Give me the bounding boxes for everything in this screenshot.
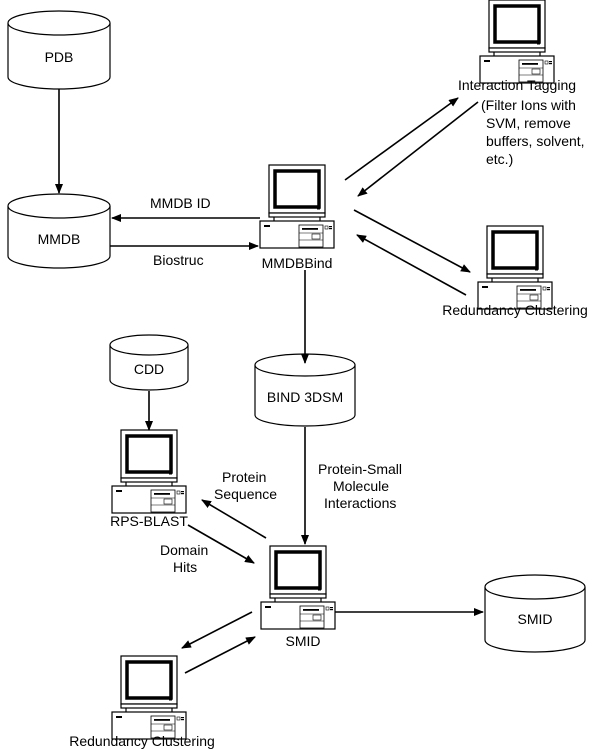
computer-redundancy-bottom: Redundancy Clustering <box>69 654 215 749</box>
arrow-mmdbbind-to-tagging <box>344 97 459 181</box>
database-mmdb: MMDB <box>7 193 111 269</box>
database-label: PDB <box>45 49 74 65</box>
edge-label-line: Hits <box>173 559 197 575</box>
database-label: BIND 3DSM <box>267 389 343 405</box>
database-pdb: PDB <box>7 10 111 90</box>
note-line: etc.) <box>486 151 513 167</box>
edge-label-line: Protein-Small <box>318 461 402 477</box>
arrow-smid-to-rpsblast <box>201 499 267 539</box>
database-label: CDD <box>134 361 164 377</box>
computer-label: MMDBBind <box>262 255 333 271</box>
computer-icon <box>110 654 188 741</box>
edge-label-line: Interactions <box>324 495 396 511</box>
edge-label-line: Sequence <box>214 486 277 502</box>
database-smid: SMID <box>484 574 586 653</box>
computer-mmdbbind: MMDBBind <box>258 163 336 271</box>
computer-label: SMID <box>286 633 321 649</box>
arrow-redundancy-to-mmdbbind <box>356 234 467 296</box>
computer-icon <box>478 0 556 85</box>
database-label: SMID <box>518 611 553 627</box>
computer-icon <box>476 224 554 311</box>
edge-label-line: Protein <box>222 469 266 485</box>
note-line: buffers, solvent, <box>486 133 585 149</box>
computer-label: Redundancy Clustering <box>442 302 588 318</box>
note-line: (Filter Ions with <box>481 97 576 113</box>
computer-label: Interaction Tagging <box>458 77 576 93</box>
arrow-mmdbbind-to-redundancy <box>353 209 471 273</box>
computer-smid: SMID <box>259 544 337 649</box>
computer-redundancy-top: Redundancy Clustering <box>442 224 588 318</box>
computer-label: Redundancy Clustering <box>69 733 215 749</box>
edge-label-biostruc: Biostruc <box>153 252 204 268</box>
database-bind-3dsm: BIND 3DSM <box>254 353 356 427</box>
computer-interaction-tagging: Interaction Tagging (Filter Ions with SV… <box>458 0 585 167</box>
computer-icon <box>110 428 188 515</box>
edge-label-line: Domain <box>160 542 208 558</box>
computer-icon <box>258 163 336 250</box>
edge-label-line: Molecule <box>333 478 389 494</box>
note-line: SVM, remove <box>486 115 571 131</box>
arrow-rpsblast-to-smid <box>187 524 255 564</box>
arrow-tagging-to-mmdbbind <box>357 101 479 197</box>
arrow-smid-to-redundancy <box>181 611 253 649</box>
database-label: MMDB <box>38 231 81 247</box>
arrow-redundancy-to-smid <box>184 636 256 674</box>
computer-label: RPS-BLAST <box>110 513 188 529</box>
edge-label-mmdb-id: MMDB ID <box>150 195 211 211</box>
computer-rps-blast: RPS-BLAST <box>110 428 188 529</box>
computer-icon <box>259 544 337 631</box>
database-cdd: CDD <box>109 334 189 391</box>
